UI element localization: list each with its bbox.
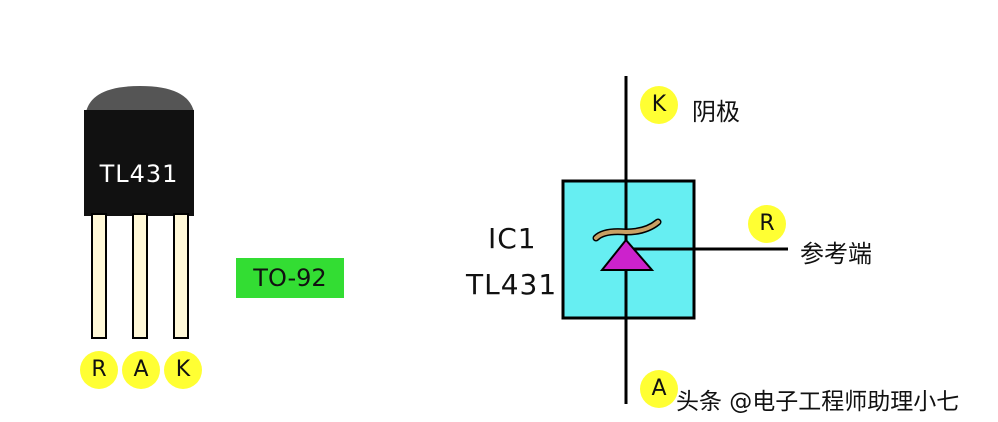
symbol-pin-r-badge: R bbox=[748, 205, 786, 243]
package-body bbox=[84, 110, 194, 216]
pin-badge-a: A bbox=[122, 351, 160, 389]
package-chip-label: TL431 bbox=[99, 160, 179, 188]
package-lead-k bbox=[173, 213, 189, 339]
zener-cathode-bar-fill bbox=[594, 220, 660, 240]
pin-badge-r: R bbox=[80, 351, 118, 389]
package-type-label: TO-92 bbox=[236, 258, 344, 298]
symbol-pin-r-name: 参考端 bbox=[800, 240, 872, 268]
pin-badge-k: K bbox=[164, 351, 202, 389]
package-lead-r bbox=[91, 213, 107, 339]
symbol-designator: IC1 bbox=[488, 222, 537, 255]
symbol-pin-a-badge: A bbox=[640, 370, 678, 408]
package-top-dome bbox=[86, 86, 194, 112]
package-lead-a bbox=[132, 213, 148, 339]
symbol-part-number: TL431 bbox=[466, 268, 558, 301]
symbol-pin-k-badge: K bbox=[640, 86, 678, 124]
zener-triangle bbox=[599, 238, 655, 271]
watermark-text: 头条 @电子工程师助理小七 bbox=[676, 389, 960, 415]
symbol-pin-k-name: 阴极 bbox=[692, 98, 740, 126]
